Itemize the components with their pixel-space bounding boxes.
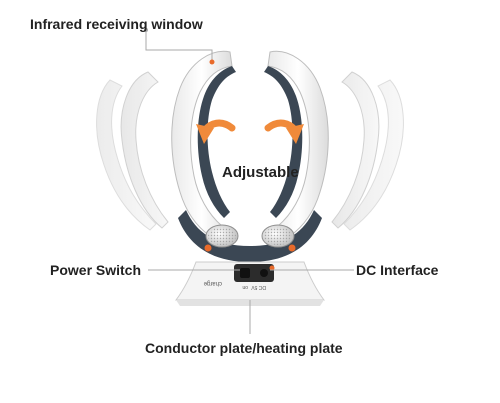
power-switch [240, 268, 250, 278]
electrode-dot-right [288, 244, 296, 252]
ghost-arm-right-far [343, 79, 404, 231]
charge-marking: charge [203, 280, 222, 286]
label-dc-interface: DC Interface [356, 262, 439, 278]
label-power-switch: Power Switch [50, 262, 142, 278]
ghost-arm-right-outer [331, 71, 380, 229]
label-conductor-plate: Conductor plate/heating plate [145, 340, 343, 356]
dc-marking: DC 5V [251, 284, 266, 290]
electrode-dot-left [204, 244, 212, 252]
leader-lines [144, 28, 354, 334]
ghost-arm-left-outer [120, 71, 169, 229]
ghost-arm-left-far [96, 79, 157, 231]
adjust-arrow-left-icon [196, 119, 236, 144]
device-base: charge DC 5V on [175, 261, 325, 306]
leader-infrared [145, 30, 213, 62]
on-marking: on [242, 284, 248, 290]
dc-port [260, 269, 268, 277]
label-infrared-window: Infrared receiving window [30, 16, 203, 32]
adjust-arrow-right-icon [264, 119, 304, 144]
label-adjustable: Adjustable [222, 164, 299, 181]
heating-band [178, 210, 322, 262]
status-led [269, 265, 275, 271]
